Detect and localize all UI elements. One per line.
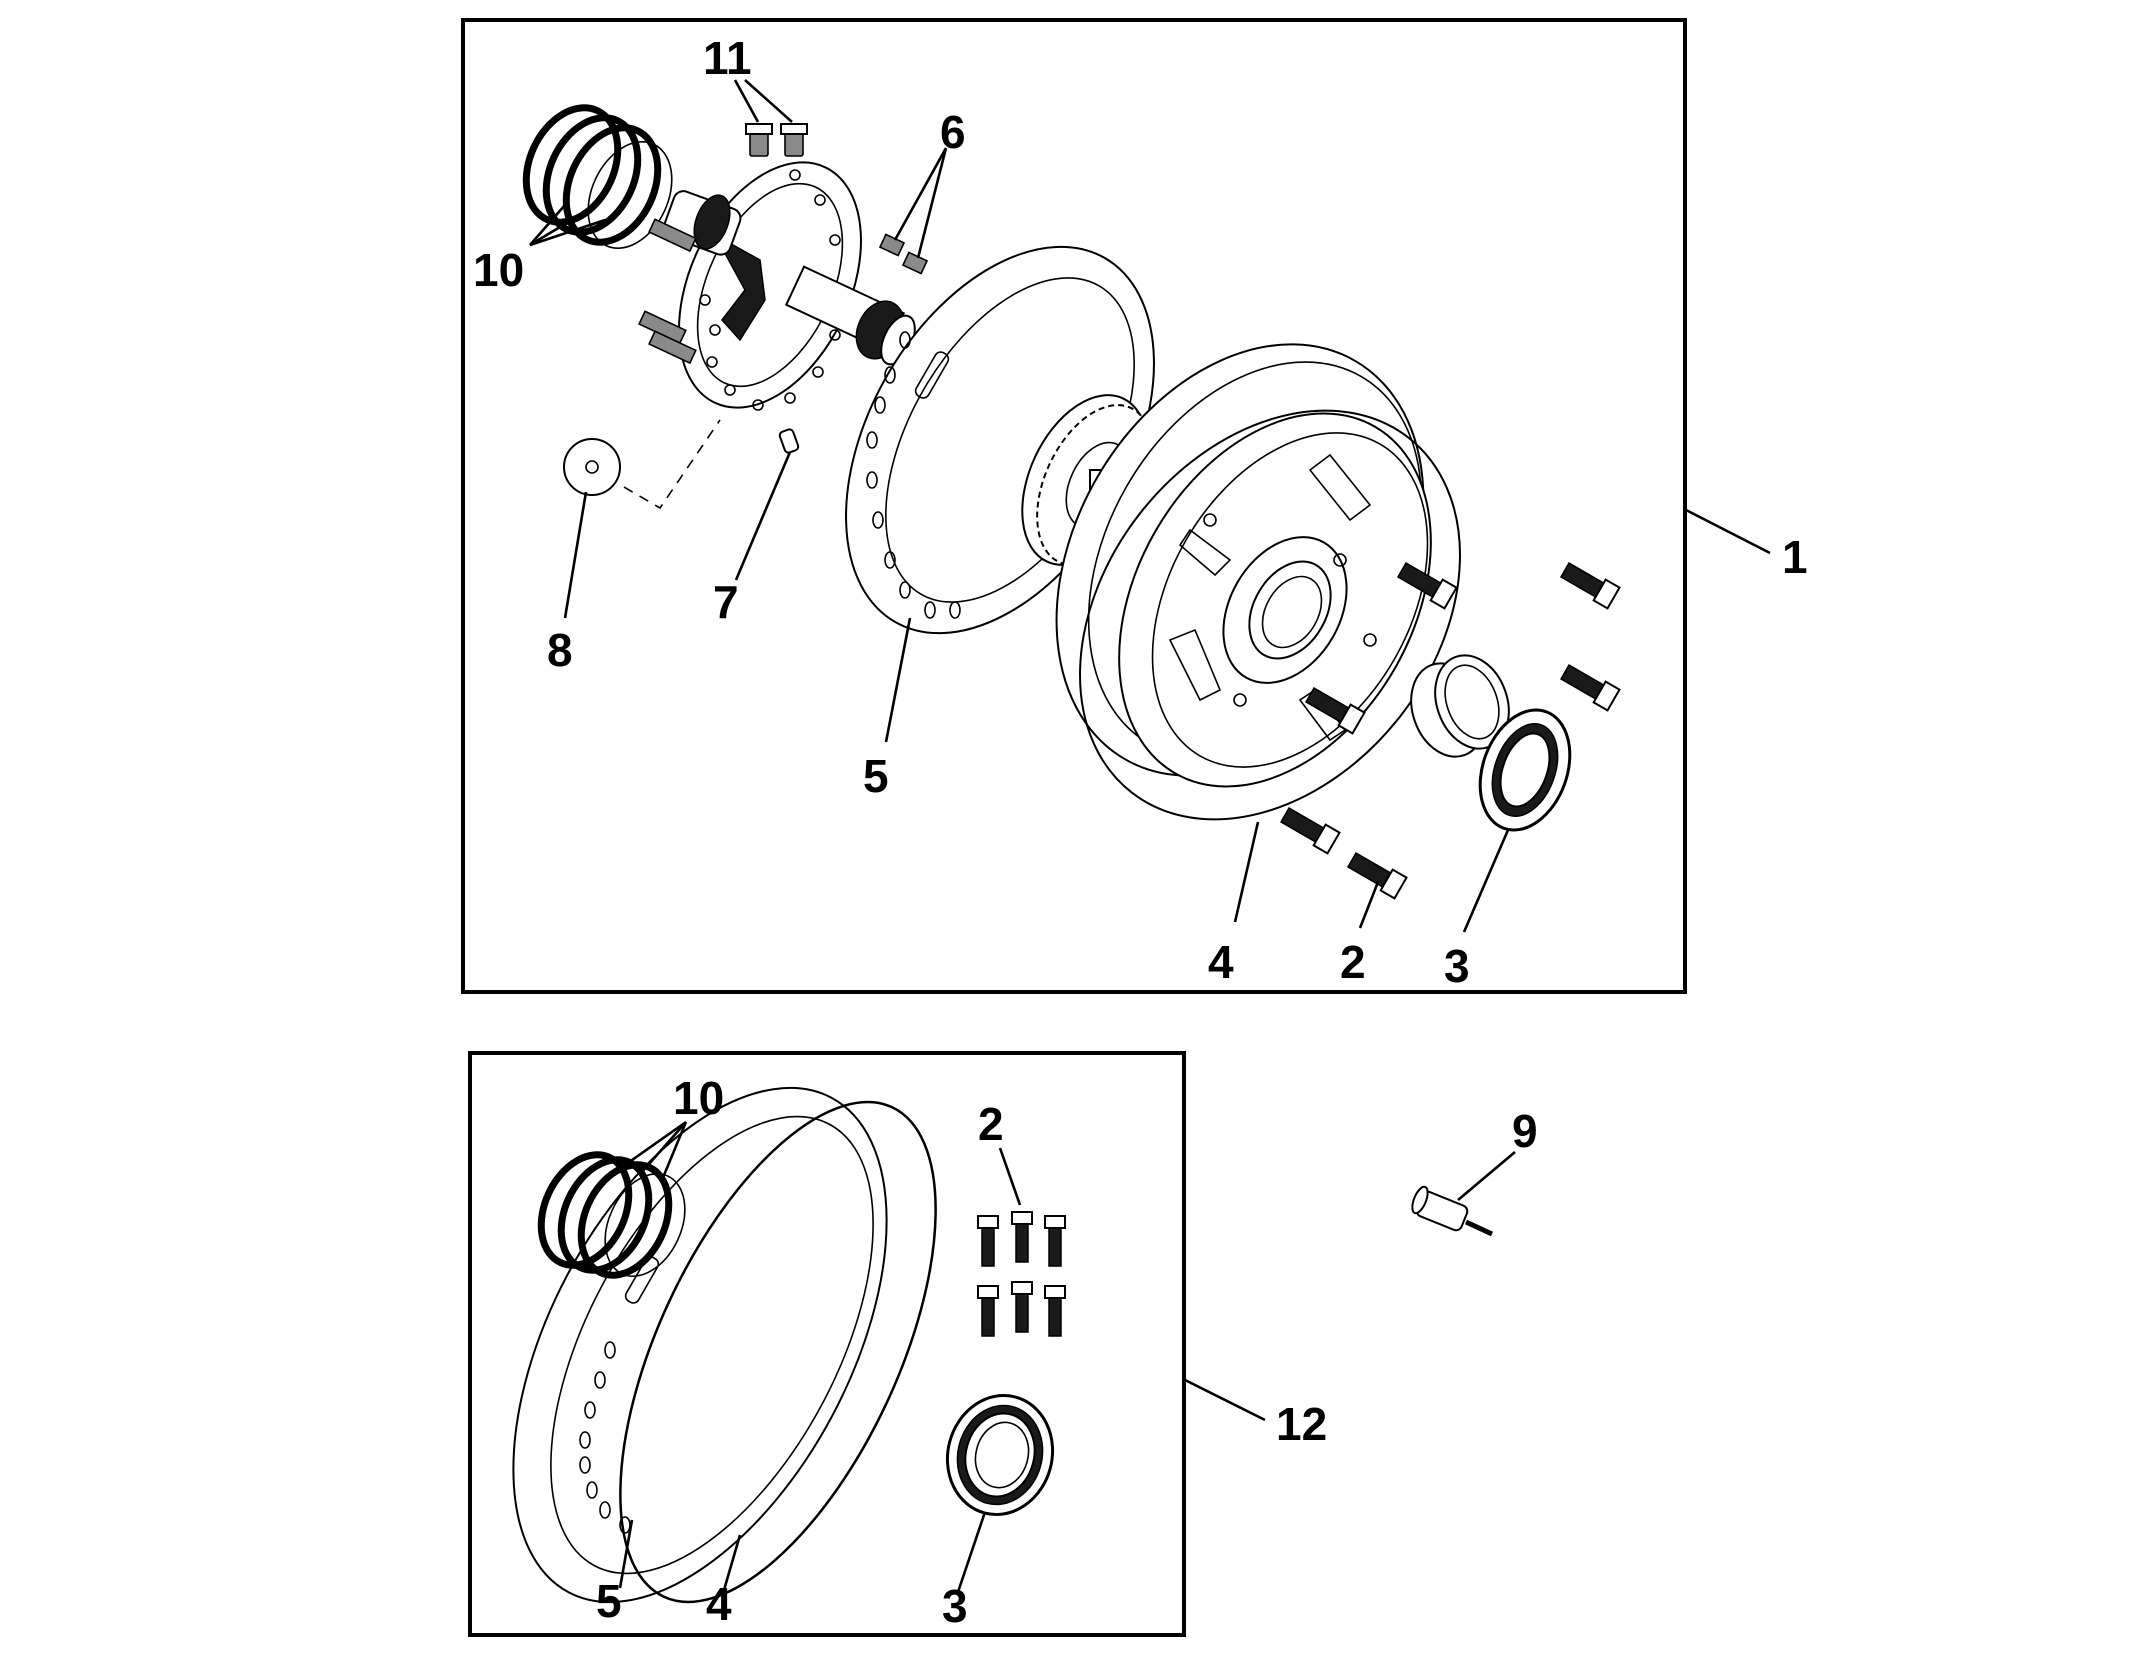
callout-1: 1: [1782, 531, 1808, 583]
seal-rings-part: [522, 104, 673, 250]
kit-callout-4: 4: [706, 1578, 732, 1630]
seal-3-part: [1478, 708, 1572, 832]
plug-8-part: [563, 419, 721, 510]
lower-leader-lines: [618, 1120, 1266, 1593]
kit-callout-10: 10: [673, 1072, 724, 1124]
callout-9: 9: [1512, 1105, 1538, 1157]
kit-o-ring-part: [619, 1100, 937, 1604]
callout-3: 3: [1444, 940, 1470, 992]
kit-callout-12: 12: [1276, 1398, 1327, 1450]
kit-callout-3: 3: [942, 1580, 968, 1632]
kit-bolts-part: [977, 1211, 1066, 1337]
bushing-part: [1410, 654, 1510, 758]
callout-11: 11: [703, 32, 752, 84]
pump-assembly-frame: [461, 18, 1687, 994]
callout-5: 5: [863, 750, 889, 802]
callout-7: 7: [713, 576, 739, 628]
callout-6: 6: [940, 106, 966, 158]
stator-bolts-part: [638, 218, 697, 365]
pin-7-part: [778, 428, 800, 454]
kit-callout-2: 2: [978, 1098, 1004, 1150]
kit-callout-5: 5: [596, 1575, 622, 1627]
seal-kit-frame: [468, 1051, 1186, 1637]
stator-support-part: [662, 161, 916, 411]
part-9-part: [1411, 1185, 1494, 1237]
bolts-11-part: [745, 123, 808, 157]
callout-10: 10: [473, 244, 524, 296]
kit-seal-part: [945, 1394, 1055, 1516]
leader-9: [1457, 1151, 1516, 1201]
callout-4: 4: [1208, 936, 1234, 988]
kit-gasket-part: [512, 1086, 888, 1604]
pump-bolts-part: [1279, 562, 1621, 900]
o-ring-4-part: [1079, 409, 1461, 821]
callout-2: 2: [1340, 936, 1366, 988]
upper-leader-lines: [529, 79, 1771, 933]
pump-body-part: [1055, 343, 1432, 788]
callout-8: 8: [547, 624, 573, 676]
